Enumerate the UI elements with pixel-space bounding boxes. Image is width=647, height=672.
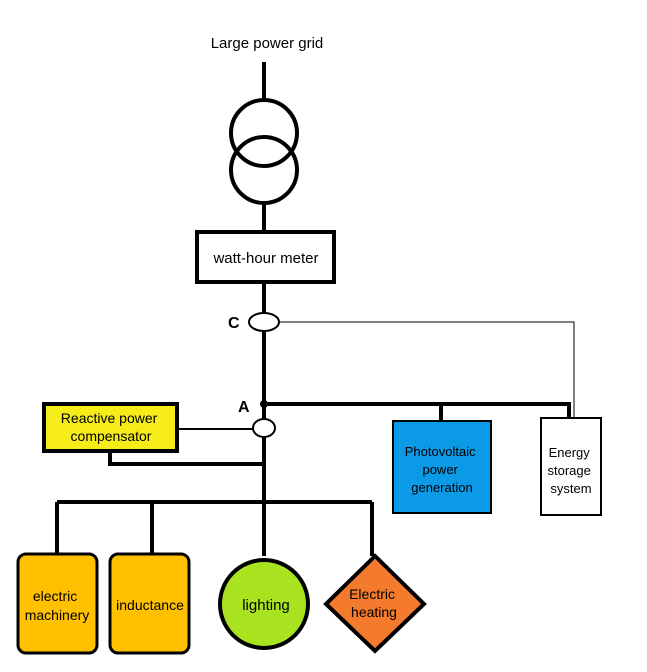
compensator-feed-line <box>108 451 264 466</box>
photovoltaic-generation: Photovoltaic power generation <box>392 420 492 514</box>
heating-label: Electric heating <box>349 586 399 620</box>
transformer <box>229 98 299 205</box>
machinery-box <box>16 552 99 655</box>
compensator-label: Reactive power compensator <box>61 410 161 444</box>
photovoltaic-label-line3: generation <box>411 480 472 495</box>
grid-label: Large power grid <box>211 35 324 52</box>
reactive-power-compensator: Reactive power compensator <box>42 402 179 453</box>
heating-label-line2: heating <box>351 604 397 620</box>
photovoltaic-box <box>392 420 492 514</box>
meter-box <box>195 230 336 284</box>
watt-hour-meter: watt-hour meter <box>195 230 336 284</box>
current-sensor-a <box>252 418 276 438</box>
heating-diamond <box>323 553 427 654</box>
storage-box <box>540 417 602 516</box>
lighting-label: lighting <box>242 597 290 614</box>
heating-label-line1: Electric <box>349 586 395 602</box>
compensator-label-line1: Reactive power <box>61 410 158 426</box>
photovoltaic-label-line2: power <box>422 462 458 477</box>
inductance-box <box>108 552 191 655</box>
current-sensor-c <box>248 312 280 332</box>
storage-label: Energy storage system <box>548 445 595 496</box>
compensator-label-line2: compensator <box>71 428 152 444</box>
photovoltaic-label-line1: Photovoltaic <box>405 444 476 459</box>
meter-label: watt-hour meter <box>212 250 318 267</box>
machinery-label-line2: machinery <box>25 607 90 623</box>
transformer-secondary-coil <box>229 135 299 205</box>
inductance-label: inductance <box>116 597 184 613</box>
photovoltaic-label: Photovoltaic power generation <box>405 444 479 495</box>
sensor-c-signal-wire <box>279 321 575 418</box>
load-inductance: inductance <box>108 552 191 655</box>
point-a-label: A <box>238 399 250 416</box>
storage-label-line1: Energy <box>549 445 591 460</box>
transformer-primary-coil <box>229 98 299 168</box>
load-electric-heating: Electric heating <box>323 553 427 654</box>
machinery-label: electric machinery <box>25 588 90 623</box>
storage-label-line3: system <box>550 481 591 496</box>
machinery-label-line1: electric <box>33 588 77 604</box>
load-electric-machinery: electric machinery <box>16 552 99 655</box>
point-c-label: C <box>228 315 240 332</box>
storage-label-line2: storage <box>548 463 591 478</box>
load-lighting: lighting <box>218 558 310 650</box>
lighting-circle <box>218 558 310 650</box>
energy-storage-system: Energy storage system <box>540 417 602 516</box>
